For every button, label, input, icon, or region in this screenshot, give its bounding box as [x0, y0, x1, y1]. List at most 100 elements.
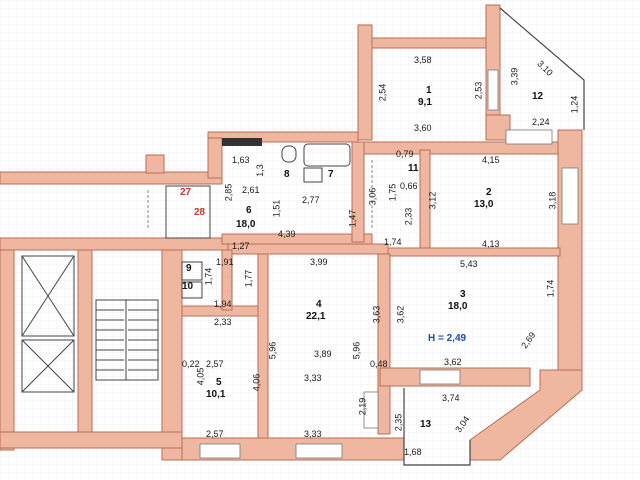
dim-1-3: 1,3 — [254, 164, 265, 177]
dim-4-06: 4,06 — [251, 373, 262, 392]
wall-room2-bottom — [379, 247, 561, 257]
vent-10 — [181, 281, 203, 299]
dim-2-85: 2,85 — [223, 183, 234, 202]
dim-5-43: 5,43 — [460, 259, 478, 269]
room-13-number: 13 — [420, 419, 432, 430]
wall-room1-top — [371, 37, 487, 49]
room-2-area: 13,0 — [474, 199, 494, 210]
dim-4-39: 4,39 — [278, 229, 296, 239]
dim-2-35: 2,35 — [393, 413, 404, 432]
dim-1-68: 1,68 — [404, 447, 422, 457]
window-room13 — [363, 391, 379, 429]
wall-stair-left — [0, 249, 15, 451]
ceiling-height-note: H = 2,49 — [428, 333, 467, 344]
room-6-area: 18,0 — [236, 219, 256, 230]
dim-2-24: 2,24 — [532, 117, 550, 127]
dim-2-33-b: 2,33 — [214, 317, 232, 327]
wall-room5-top — [181, 305, 259, 317]
wall-room6-bottom — [221, 233, 373, 245]
dim-3-74: 3,74 — [442, 393, 460, 403]
dim-1-51: 1,51 — [271, 199, 282, 218]
dim-1-91: 1,91 — [216, 257, 234, 267]
dim-2-77: 2,77 — [302, 195, 320, 205]
dim-5-96-a: 5,96 — [267, 341, 278, 360]
room-28-number: 28 — [194, 207, 206, 218]
dim-1-74-c: 1,74 — [545, 279, 556, 298]
dim-1-63: 1,63 — [232, 155, 250, 165]
dim-3-39: 3,39 — [509, 67, 520, 86]
window-room5 — [199, 443, 241, 459]
dim-1-94: 1,94 — [214, 299, 232, 309]
dim-1-27: 1,27 — [232, 241, 250, 251]
dim-3-62-b: 3,62 — [444, 357, 462, 367]
dim-3-12: 3,12 — [427, 191, 438, 210]
room-4-area: 22,1 — [306, 311, 326, 322]
toilet — [281, 145, 297, 163]
room-27-number: 27 — [180, 187, 192, 198]
dim-1-74-b: 1,74 — [203, 267, 214, 286]
room-4-number: 4 — [316, 299, 322, 310]
window-room2 — [561, 167, 579, 225]
dim-3-60: 3,60 — [414, 123, 432, 133]
dim-3-62-a: 3,62 — [395, 305, 406, 324]
dim-3-89: 3,89 — [314, 349, 332, 359]
sink — [303, 167, 323, 183]
bathtub — [303, 143, 351, 167]
room-1-number: 1 — [426, 85, 432, 96]
elevator-shaft-2 — [21, 339, 75, 393]
dim-3-33-a: 3,33 — [304, 373, 322, 383]
room-3-number: 3 — [460, 289, 466, 300]
dim-2-33: 2,33 — [403, 207, 414, 226]
dark-hatch — [222, 138, 262, 146]
wall-room1-left — [357, 24, 373, 141]
dim-3-06: 3,06 — [367, 187, 378, 206]
room-12-number: 12 — [532, 91, 544, 102]
walls — [0, 4, 583, 461]
room-5-number: 5 — [216, 377, 222, 388]
wall-bath-right — [351, 141, 365, 243]
balcony13-outline — [403, 388, 471, 466]
dim-2-57-b: 2,57 — [206, 429, 224, 439]
small-room-27 — [165, 185, 211, 239]
dim-2-61: 2,61 — [242, 185, 260, 195]
dim-3-33-b: 3,33 — [304, 429, 322, 439]
room-8-number: 8 — [284, 169, 290, 180]
elevator-shaft-1 — [21, 255, 75, 337]
dim-1-75: 1,75 — [387, 183, 398, 202]
dim-0-22: 0,22 — [182, 359, 200, 369]
room-6-number: 6 — [246, 205, 252, 216]
wall-room6-left — [207, 137, 223, 179]
balcony-outline — [499, 7, 585, 130]
window-room4 — [295, 443, 343, 459]
dim-2-54: 2,54 — [377, 83, 388, 102]
dim-2-19: 2,19 — [357, 397, 368, 416]
wall-shaft-top — [145, 154, 165, 174]
wall-stair-mid — [77, 249, 93, 441]
dim-3-18: 3,18 — [547, 191, 558, 210]
window-room1 — [487, 69, 499, 111]
dim-2-57-a: 2,57 — [206, 359, 224, 369]
room-7-number: 7 — [328, 169, 334, 180]
wall-room4-right — [377, 253, 391, 435]
room-10-number: 10 — [182, 281, 194, 292]
wall-mid-h — [207, 131, 359, 143]
window-room3 — [419, 369, 461, 385]
dim-0-79: 0,79 — [396, 149, 414, 159]
dim-5-96-b: 5,96 — [351, 341, 362, 360]
wall-stair-bottom — [0, 431, 183, 449]
window-room12 — [505, 129, 553, 145]
room-11-number: 11 — [408, 163, 419, 174]
room-9-number: 9 — [186, 263, 192, 274]
dim-1-47: 1,47 — [347, 209, 358, 228]
room-1-area: 9,1 — [418, 97, 432, 108]
wall-stair-right — [161, 249, 183, 461]
room-5-area: 10,1 — [206, 389, 226, 400]
dim-1-77: 1,77 — [243, 269, 254, 288]
wall-corridor-top — [0, 171, 223, 185]
vent-9 — [181, 261, 203, 281]
room-3-area: 18,0 — [448, 301, 468, 312]
dim-3-63: 3,63 — [371, 305, 382, 324]
dim-4-13: 4,13 — [482, 239, 500, 249]
dim-0-66: 0,66 — [400, 181, 418, 191]
